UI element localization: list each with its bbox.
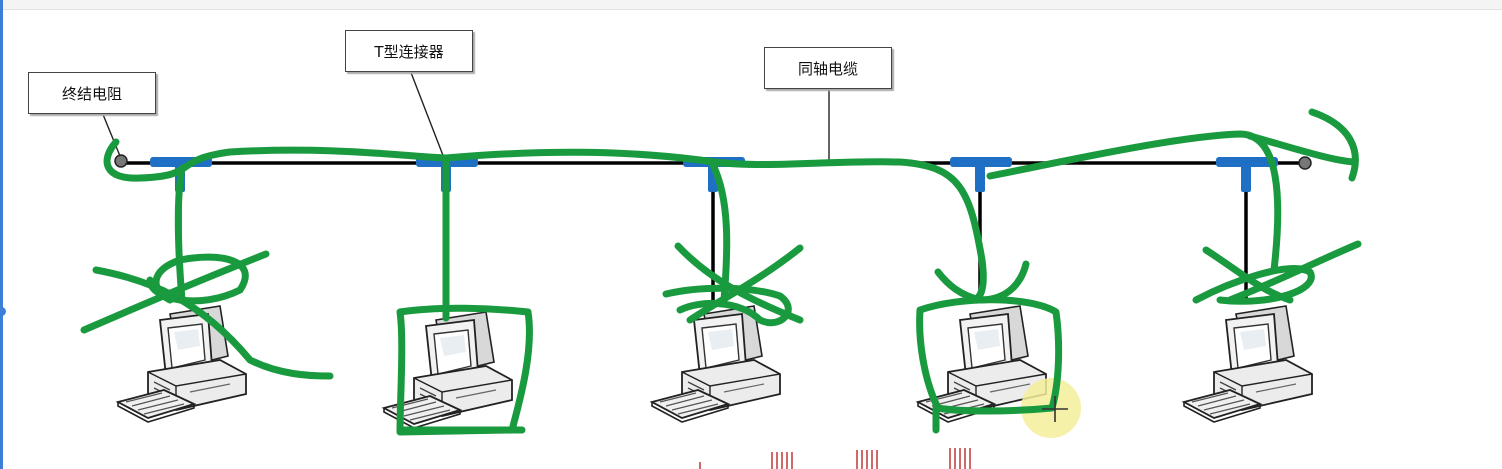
desktop-computer-icon <box>1183 305 1313 423</box>
resize-handle[interactable] <box>0 307 6 316</box>
desktop-computer-icon <box>117 305 247 423</box>
clipped-bottom-graphics <box>699 448 971 469</box>
terminator-icon <box>1298 156 1312 170</box>
terminator-label: 终结电阻 <box>28 72 156 114</box>
t-connector-label: T型连接器 <box>345 30 473 72</box>
cursor-crosshair-icon <box>1042 396 1068 422</box>
window-left-edge <box>0 0 3 469</box>
t-connector-label-text: T型连接器 <box>374 42 444 61</box>
terminator-icon <box>114 154 128 168</box>
terminator-label-text: 终结电阻 <box>61 84 122 103</box>
green-annotations <box>80 108 1362 436</box>
coax-label-text: 同轴电缆 <box>797 59 858 78</box>
coax-label: 同轴电缆 <box>764 47 892 89</box>
window-top-bar <box>0 0 1502 10</box>
